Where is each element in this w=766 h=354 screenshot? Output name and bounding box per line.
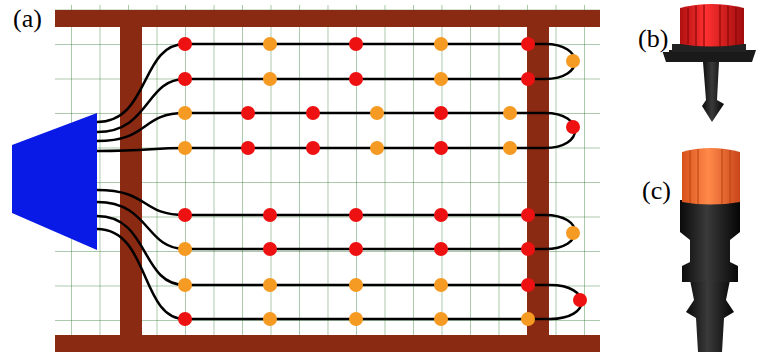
orange-dripper [680,148,740,352]
tubes [97,44,582,319]
panel-label: (c) [641,178,672,204]
red-dripper [662,4,756,122]
manifold [12,113,97,250]
grid-ground [55,5,600,352]
frame [55,10,600,352]
grid [55,5,600,352]
panel-label: (a) [12,6,43,32]
panel-label: (b) [637,26,669,52]
emitters [178,37,587,326]
